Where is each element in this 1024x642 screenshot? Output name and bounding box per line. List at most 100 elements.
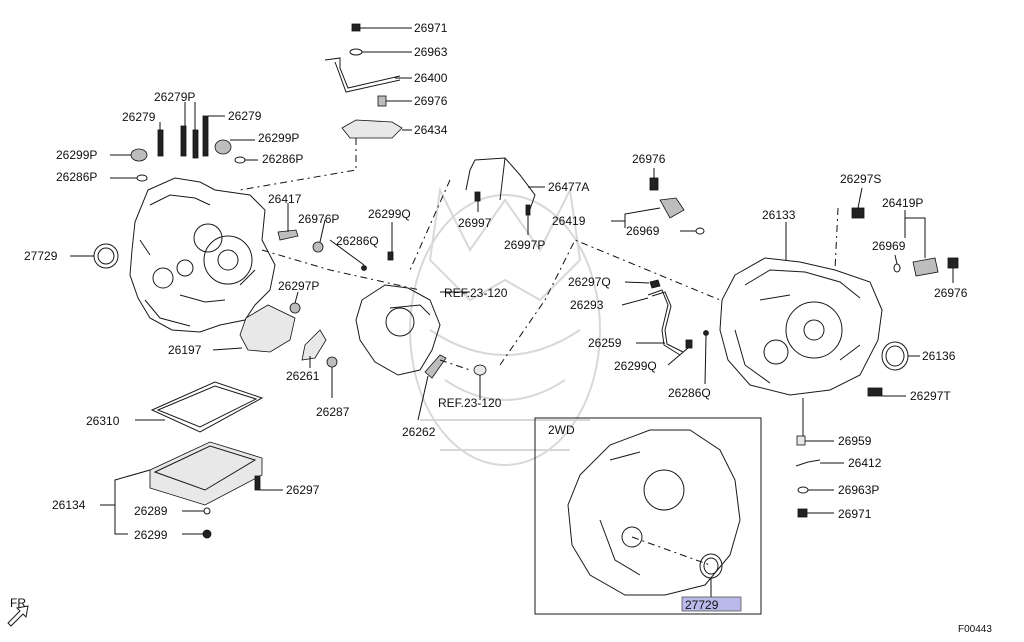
- stud-26279P-a: [180, 125, 187, 157]
- o-ring-26969-mid: [695, 227, 705, 235]
- part-labels: 26971 26963 26400 26976 26434 26279P 262…: [10, 21, 992, 635]
- stud-26279P-b: [192, 129, 199, 159]
- plug-26299: [202, 529, 212, 539]
- label-26279-right[interactable]: 26279: [228, 109, 262, 123]
- sensor-26419P: [912, 257, 939, 277]
- label-26279P[interactable]: 26279P: [154, 90, 195, 104]
- label-26976-top[interactable]: 26976: [414, 94, 448, 108]
- label-ref-lower[interactable]: REF.23-120: [438, 396, 502, 410]
- label-26134[interactable]: 26134: [52, 498, 86, 512]
- label-26976-right[interactable]: 26976: [934, 286, 968, 300]
- rod-26400: [324, 57, 401, 93]
- figure-code: F00443: [958, 624, 992, 635]
- center-right-parts: [647, 177, 709, 356]
- label-26136[interactable]: 26136: [922, 349, 956, 363]
- label-26299Q-mid[interactable]: 26299Q: [614, 359, 657, 373]
- bushing-26959: [796, 435, 806, 446]
- plug-26299P-left: [130, 148, 148, 162]
- assembly-lines: [239, 138, 839, 371]
- label-26419[interactable]: 26419: [552, 214, 586, 228]
- label-26299P-right[interactable]: 26299P: [258, 131, 299, 145]
- fr-label: FR: [10, 596, 26, 610]
- label-26477A[interactable]: 26477A: [548, 180, 589, 194]
- label-26297P[interactable]: 26297P: [278, 279, 319, 293]
- oil-pan-26134: [149, 441, 263, 506]
- o-ring-26286P-right: [234, 156, 246, 164]
- label-26976P[interactable]: 26976P: [298, 212, 339, 226]
- label-26286Q-right[interactable]: 26286Q: [668, 386, 711, 400]
- label-26971-bottom[interactable]: 26971: [838, 507, 872, 521]
- label-26299Q-left[interactable]: 26299Q: [368, 207, 411, 221]
- label-ref-upper[interactable]: REF.23-120: [444, 286, 508, 300]
- label-26299[interactable]: 26299: [134, 528, 168, 542]
- sensor-26419: [659, 197, 685, 219]
- label-26297S[interactable]: 26297S: [840, 172, 881, 186]
- label-26261[interactable]: 26261: [286, 369, 320, 383]
- top-center-parts: [324, 23, 403, 139]
- label-26286Q-mid[interactable]: 26286Q: [336, 234, 379, 248]
- label-26976-mid[interactable]: 26976: [632, 152, 666, 166]
- label-26297[interactable]: 26297: [286, 483, 320, 497]
- clip-26997P: [525, 204, 531, 216]
- label-26959[interactable]: 26959: [838, 434, 872, 448]
- label-26412[interactable]: 26412: [848, 456, 882, 470]
- label-26971-top[interactable]: 26971: [414, 21, 448, 35]
- label-26963P[interactable]: 26963P: [838, 483, 879, 497]
- bolt-26976-right: [947, 257, 959, 269]
- label-26259[interactable]: 26259: [588, 336, 622, 350]
- bolt-26297T: [867, 387, 883, 397]
- lever-26262: [424, 354, 447, 379]
- label-26133[interactable]: 26133: [762, 208, 796, 222]
- label-27729-left[interactable]: 27729: [24, 249, 58, 263]
- stud-26279-a: [157, 129, 164, 157]
- washer-26963: [349, 48, 363, 56]
- inset-housing: [567, 429, 741, 596]
- bolt-26976-top: [377, 95, 387, 107]
- label-26297T[interactable]: 26297T: [910, 389, 951, 403]
- label-26310[interactable]: 26310: [86, 414, 120, 428]
- label-26297Q[interactable]: 26297Q: [568, 275, 611, 289]
- label-26286P-right[interactable]: 26286P: [262, 152, 303, 166]
- label-26419P[interactable]: 26419P: [882, 196, 923, 210]
- label-26417[interactable]: 26417: [268, 192, 302, 206]
- label-26286P-left[interactable]: 26286P: [56, 170, 97, 184]
- label-26293[interactable]: 26293: [570, 298, 604, 312]
- transmission-case-left: [129, 177, 276, 333]
- inset-2wd: [534, 417, 762, 615]
- o-ring-26969-right: [893, 263, 901, 273]
- label-26963[interactable]: 26963: [414, 45, 448, 59]
- o-ring-26286P-left: [136, 174, 148, 182]
- highlight-27729: [681, 596, 742, 612]
- stud-26279-b: [202, 115, 209, 157]
- nut-26971-bottom: [797, 508, 808, 518]
- bolt-26297S: [851, 207, 865, 219]
- label-26197[interactable]: 26197: [168, 343, 202, 357]
- label-26997[interactable]: 26997: [458, 216, 492, 230]
- o-ring-26286Q-right: [703, 330, 709, 336]
- label-26299P-left[interactable]: 26299P: [56, 148, 97, 162]
- label-26289[interactable]: 26289: [134, 504, 168, 518]
- label-26287[interactable]: 26287: [316, 405, 350, 419]
- harness-26477A: [465, 157, 536, 216]
- label-26262[interactable]: 26262: [402, 425, 436, 439]
- label-26434[interactable]: 26434: [414, 123, 448, 137]
- label-26279-left[interactable]: 26279: [122, 110, 156, 124]
- gasket-26289: [203, 507, 211, 515]
- gasket-26310: [150, 381, 264, 433]
- left-small-parts: [93, 115, 394, 368]
- bolt-26976-mid: [649, 177, 659, 191]
- clip-26412: [795, 459, 821, 467]
- label-26997P[interactable]: 26997P: [504, 238, 545, 252]
- bolt-26976P: [312, 241, 324, 253]
- washer-26963P: [797, 486, 809, 494]
- plug-26299Q-mid: [685, 339, 693, 349]
- fr-arrow-icon: [7, 605, 29, 627]
- label-27729-inset[interactable]: 27729: [685, 598, 719, 612]
- label-26969-right[interactable]: 26969: [872, 239, 906, 253]
- inset-title: 2WD: [548, 423, 575, 437]
- label-26969-mid[interactable]: 26969: [626, 224, 660, 238]
- label-26400[interactable]: 26400: [414, 71, 448, 85]
- bolt-26297: [254, 475, 261, 491]
- watermark-crest: [409, 186, 601, 466]
